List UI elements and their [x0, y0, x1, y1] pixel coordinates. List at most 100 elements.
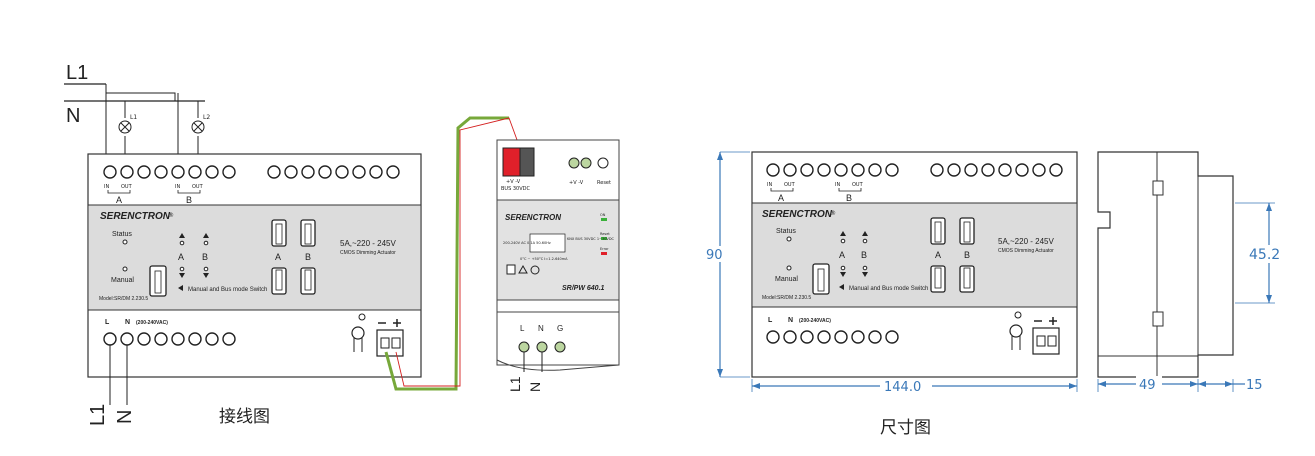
- power-l-label: L: [105, 319, 110, 326]
- lamp-l2-label: L2: [203, 114, 210, 121]
- dim-handle-a: A: [935, 250, 941, 260]
- dim-channel-a-mid: A: [839, 250, 845, 260]
- channel-a-buttons[interactable]: [179, 233, 185, 278]
- prog-button[interactable]: [351, 313, 366, 352]
- l1-bottom-label: L1: [87, 404, 109, 426]
- ps-bus-pins: +V -V: [506, 179, 521, 185]
- ps-in-n: N: [538, 324, 544, 333]
- dim-top-terminals-left: [766, 163, 899, 177]
- dim-power-l: L: [768, 317, 773, 324]
- dimension-diagram: IN OUT IN OUT A B SERENCTRON ® Status Ma…: [706, 151, 1288, 438]
- out-label-a: OUT: [121, 184, 133, 190]
- ps-term-pins: +V -V: [569, 180, 584, 186]
- dim-out-b: OUT: [852, 182, 864, 188]
- power-supply-module: +V -V BUS 30VDC +V -V Reset SERENCTRON O…: [496, 139, 620, 371]
- dim-side-view: [1097, 151, 1234, 378]
- ps-reset-button[interactable]: [597, 157, 609, 169]
- ps-bus-label: BUS 30VDC: [501, 186, 530, 192]
- dim-bottom-terminals: [766, 330, 899, 344]
- bottom-terminal-row: [103, 332, 236, 346]
- dim-power-n: N: [788, 317, 793, 324]
- ps-cert-icons: [506, 264, 540, 275]
- l1-top-label: L1: [66, 62, 88, 84]
- actuator-rating: 5A,~220 - 245V: [340, 239, 396, 248]
- dim-actuator-front: IN OUT IN OUT A B SERENCTRON ® Status Ma…: [751, 151, 1078, 378]
- ps-in-l: L: [520, 324, 525, 333]
- bus-connector: [376, 319, 404, 357]
- power-n-label: N: [125, 319, 130, 326]
- in-label-a: IN: [104, 184, 109, 190]
- dim-width-value: 144.0: [884, 380, 921, 395]
- ps-output-terminals: [568, 157, 592, 169]
- ps-brand: SERENCTRON: [505, 213, 561, 222]
- out-label-b: OUT: [192, 184, 204, 190]
- dim-side-height-value: 45.2: [1249, 247, 1280, 263]
- lamp-l1-label: L1: [130, 114, 137, 121]
- wiring-caption: 接线图: [219, 407, 270, 427]
- handle-a-up[interactable]: [271, 219, 287, 247]
- handle-a-label: A: [275, 252, 281, 262]
- dim-voltage: (200-240VAC): [799, 318, 831, 324]
- dim-rail-value: 15: [1246, 378, 1263, 393]
- ps-input-terminals: [518, 341, 566, 353]
- dim-out-a: OUT: [784, 182, 796, 188]
- top-terminal-row-right: [267, 165, 400, 179]
- dim-rail: 15: [1198, 378, 1263, 393]
- dim-top-terminals-right: [930, 163, 1063, 177]
- dimension-caption: 尺寸图: [880, 418, 931, 438]
- bus-wire-green: [384, 116, 509, 391]
- handle-b-down[interactable]: [300, 267, 316, 295]
- status-label: Status: [112, 231, 132, 238]
- ps-led-reset: [601, 237, 607, 240]
- ps-wire-l1: L1: [507, 376, 523, 392]
- dim-width: 144.0: [751, 378, 1078, 395]
- dim-manual-switch: [812, 263, 830, 295]
- dim-in-a: IN: [767, 182, 772, 188]
- switch-text: Manual and Bus mode Switch: [188, 287, 267, 293]
- dim-side-height: 45.2: [1235, 202, 1288, 304]
- in-label-b: IN: [175, 184, 180, 190]
- top-terminal-row-left: [103, 165, 236, 179]
- ps-led-on: [601, 218, 607, 221]
- dim-subtitle: CMOS Dimming Actuator: [998, 248, 1054, 254]
- dim-height-value: 90: [706, 248, 723, 263]
- dim-reg: ®: [830, 210, 836, 217]
- ps-schematic: [529, 233, 566, 253]
- ps-reset-label: Reset: [597, 180, 611, 186]
- ps-spec-bottom: 0°C ~ +50°C I=1.2-640mA: [520, 257, 568, 261]
- actuator-module: IN OUT IN OUT A B SERENCTRON ® Status Ma…: [87, 153, 422, 378]
- dim-depth-value: 49: [1139, 378, 1156, 393]
- bus-wire-red: [395, 117, 521, 387]
- dim-handle-b: B: [964, 250, 970, 260]
- channel-b-buttons[interactable]: [203, 233, 209, 278]
- ps-led-error-label: Error: [600, 247, 609, 251]
- handle-b-label: B: [305, 252, 311, 262]
- channel-b-top: B: [186, 195, 192, 205]
- manual-switch[interactable]: [149, 265, 167, 297]
- ps-model: SR/PW 640.1: [562, 285, 605, 292]
- ps-led-on-label: ON: [600, 213, 606, 217]
- dim-manual: Manual: [775, 276, 798, 283]
- actuator-reg: ®: [168, 212, 174, 219]
- dim-rating: 5A,~220 - 245V: [998, 237, 1054, 246]
- actuator-model: Model:SR/DM 2.230.5: [99, 296, 148, 302]
- status-led: [122, 239, 128, 245]
- ps-spec-left: 200-240V AC 0.1A 50-60Hz: [503, 241, 551, 245]
- manual-label: Manual: [111, 277, 134, 284]
- ps-spec-right: KNX BUS 30VDC 1~30VDC: [567, 237, 615, 241]
- dim-depth: 49: [1097, 376, 1199, 393]
- ps-led-reset-label: Reset: [600, 232, 610, 236]
- handle-b-up[interactable]: [300, 219, 316, 247]
- channel-a-top: A: [116, 195, 122, 205]
- dim-brand: SERENCTRON: [762, 209, 833, 220]
- dim-status: Status: [776, 228, 796, 235]
- handle-a-down[interactable]: [271, 267, 287, 295]
- channel-a-mid: A: [178, 252, 184, 262]
- dim-channel-b-top: B: [846, 193, 852, 203]
- channel-b-mid: B: [202, 252, 208, 262]
- ps-wire-n: N: [527, 382, 543, 392]
- ps-in-g: G: [557, 324, 563, 333]
- power-voltage: (200-240VAC): [136, 320, 168, 326]
- manual-led: [122, 266, 128, 272]
